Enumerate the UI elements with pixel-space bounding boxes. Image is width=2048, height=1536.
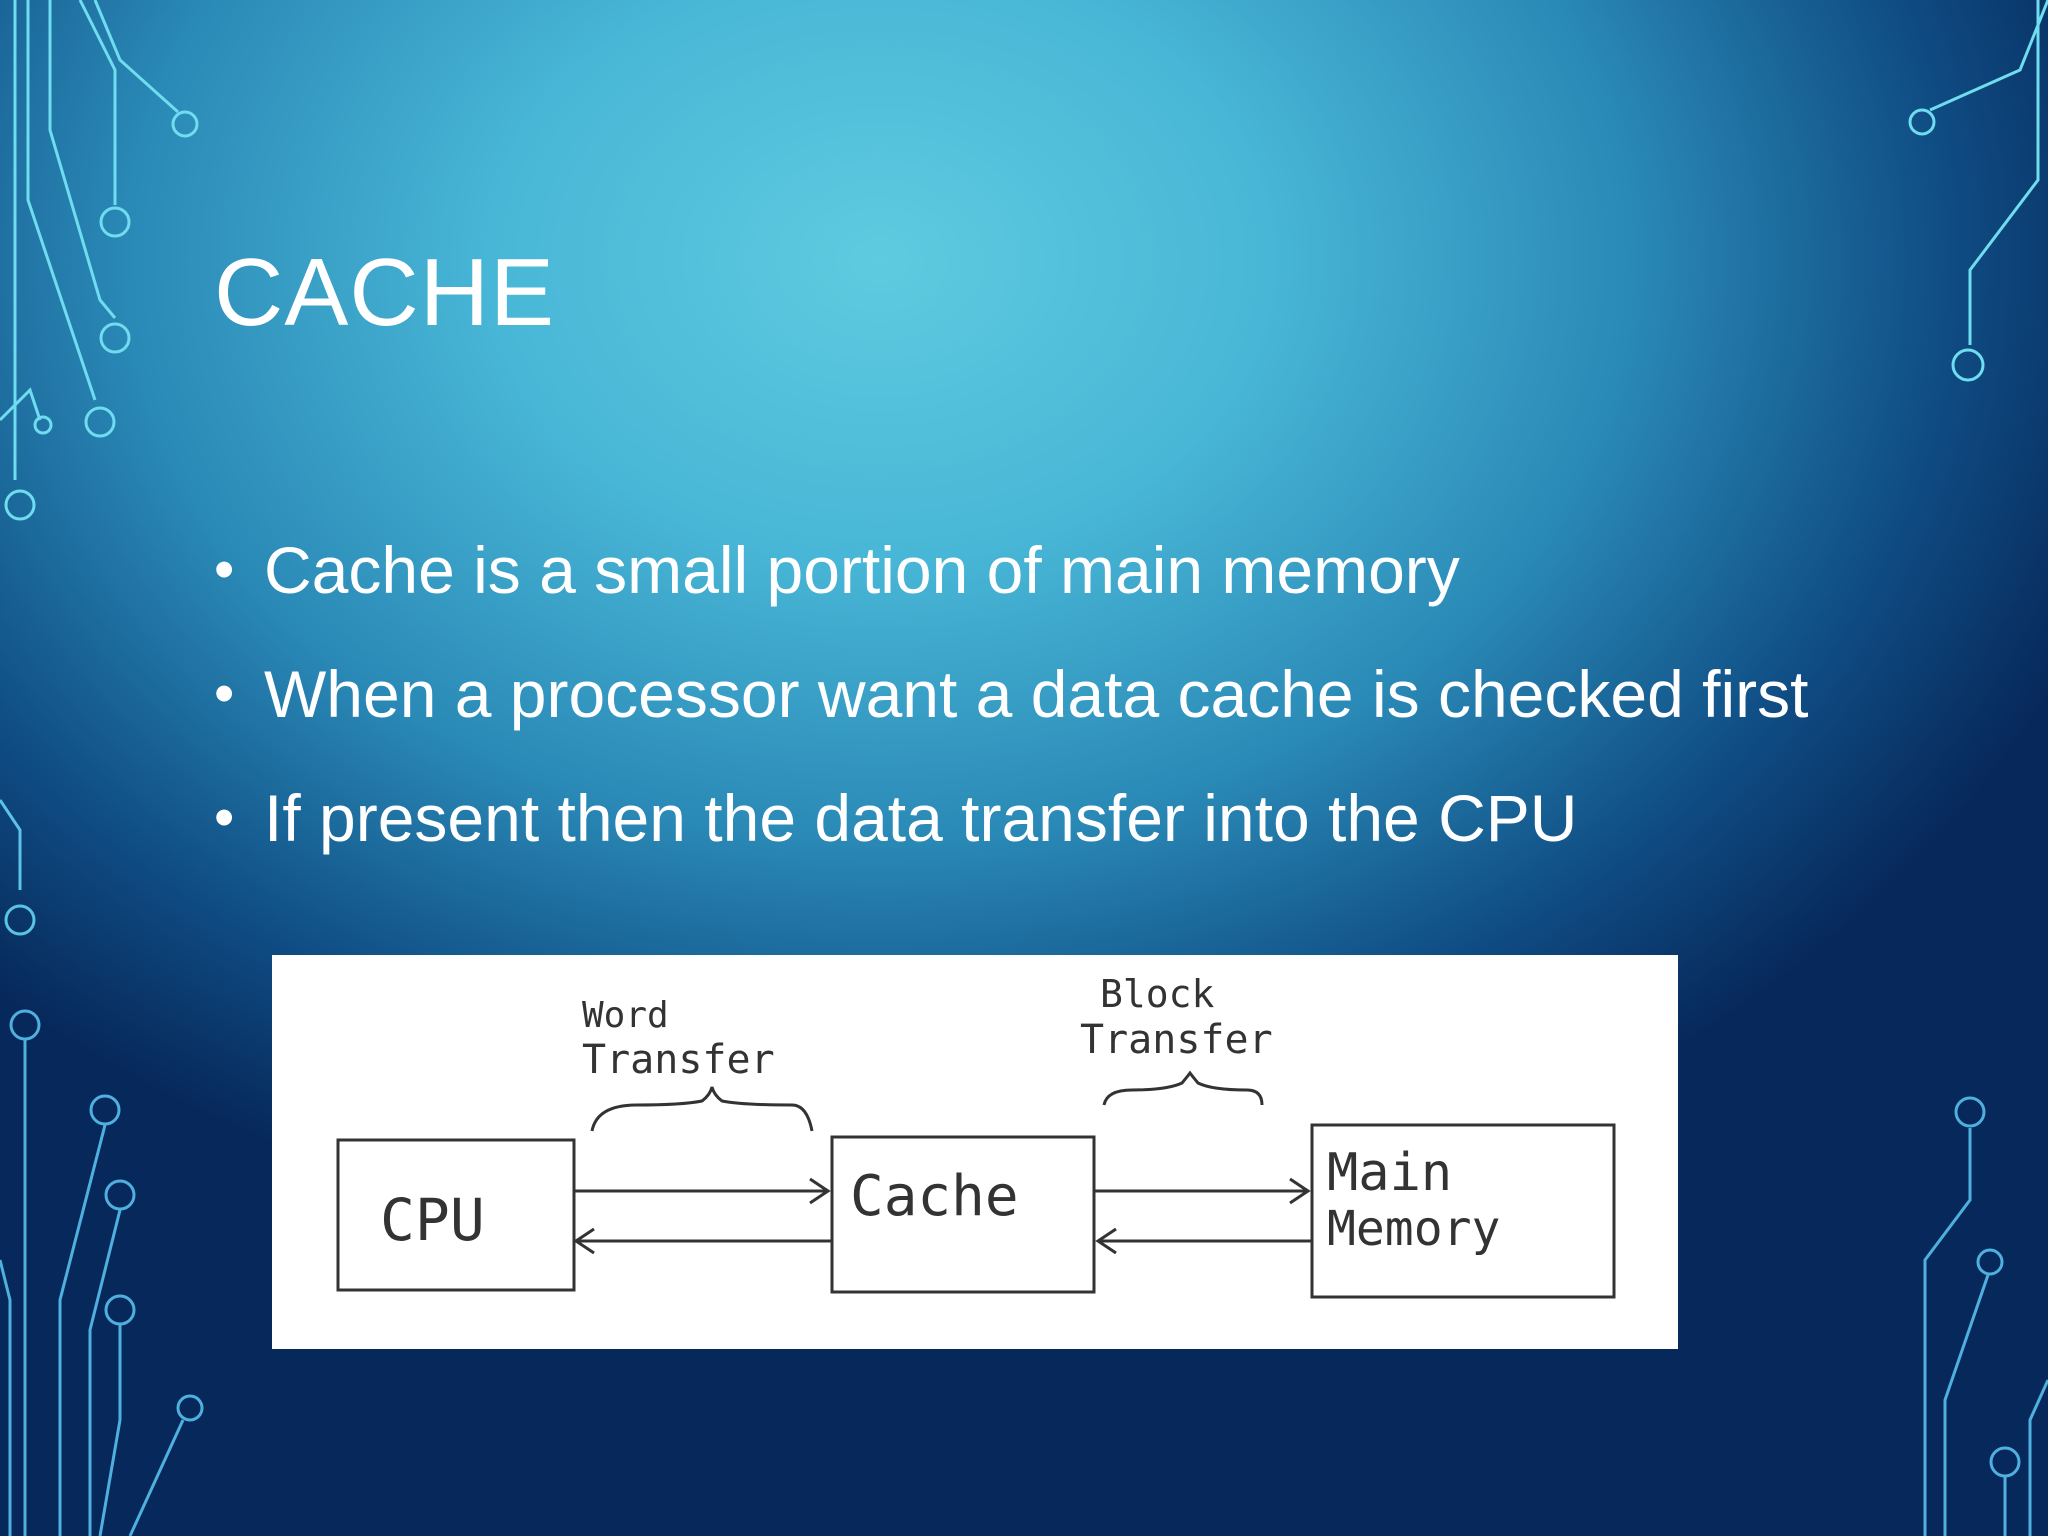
bullet-item: • If present then the data transfer into… <box>214 768 1814 868</box>
bullet-list: • Cache is a small portion of main memor… <box>214 520 1814 892</box>
block-transfer-line2: Transfer <box>1080 1017 1273 1063</box>
bullet-dot-icon: • <box>214 661 235 726</box>
bullet-dot-icon: • <box>214 785 235 850</box>
word-transfer-line1: Word <box>582 995 669 1036</box>
bullet-item: • When a processor want a data cache is … <box>214 644 1814 744</box>
cpu-box <box>336 1138 576 1292</box>
block-transfer-line1: Block <box>1100 972 1215 1016</box>
memory-label-line2: Memory <box>1327 1201 1500 1257</box>
bullet-text: Cache is a small portion of main memory <box>264 533 1460 607</box>
block-brace <box>1102 1070 1264 1106</box>
bullet-dot-icon: • <box>214 537 235 602</box>
slide-title: CACHE <box>214 239 556 346</box>
bullet-text: When a processor want a data cache is ch… <box>264 657 1809 731</box>
cache-diagram-image: CPU Cache Main Memory Word Transfer Bloc… <box>272 955 1678 1349</box>
bullet-item: • Cache is a small portion of main memor… <box>214 520 1814 620</box>
cache-label: Cache <box>850 1164 1019 1229</box>
main-memory-box <box>1310 1123 1616 1299</box>
cache-box <box>830 1135 1096 1294</box>
word-brace <box>590 1086 814 1132</box>
word-transfer-line2: Transfer <box>582 1037 775 1083</box>
bullet-text: If present then the data transfer into t… <box>264 781 1578 855</box>
memory-label-line1: Main <box>1327 1143 1452 1203</box>
cpu-label: CPU <box>380 1186 485 1254</box>
cache-diagram-svg: CPU Cache Main Memory Word Transfer Bloc… <box>336 972 1616 1299</box>
